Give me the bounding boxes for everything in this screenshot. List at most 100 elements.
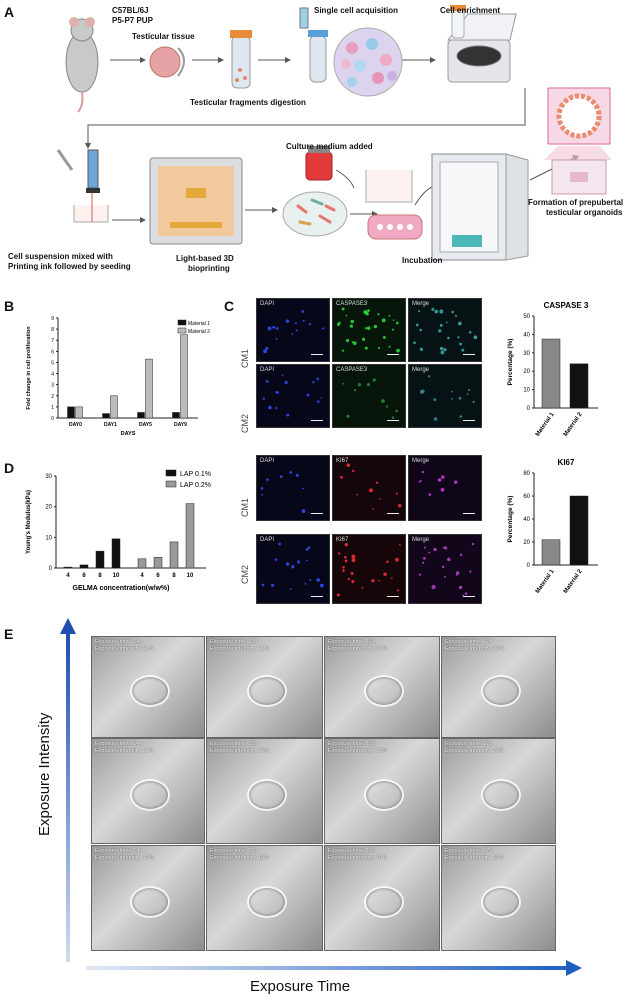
channel-label: CASPASE3	[336, 301, 368, 307]
channel-label: Merge	[412, 301, 430, 307]
y-tick-label: 0	[527, 563, 531, 569]
bar	[172, 412, 180, 419]
y-tick-label: 9	[51, 316, 54, 322]
exposure-intensity-text: Exposure intensity: 21%	[95, 646, 155, 652]
culture-medium-label: Culture medium added	[286, 142, 373, 151]
x-tick-label: Material 2	[563, 411, 584, 438]
x-tick-label: Material 1	[535, 411, 556, 438]
y-tick-label: 3	[51, 383, 54, 389]
channel-label: DAPI	[260, 458, 275, 464]
bar	[145, 358, 153, 419]
x-axis-arrow-shaft	[86, 966, 570, 970]
channel-label: Merge	[412, 537, 430, 543]
hydrogel-droplet	[246, 779, 287, 811]
exposure-time-text: Exposure time: 15s	[210, 639, 258, 645]
x-tick-label: DAY1	[104, 422, 117, 428]
bar	[569, 495, 589, 566]
y-tick-label: 0	[51, 416, 54, 422]
exposure-time-text: Exposure time: 15s	[210, 848, 258, 854]
x-tick-label: 4	[66, 573, 70, 579]
exposure-time-text: Exposure time: 17s	[445, 741, 493, 747]
x-tick-label: 6	[156, 573, 160, 579]
panel-label-a: A	[4, 4, 15, 20]
exposure-time-text: Exposure time: 15s	[210, 741, 258, 747]
hydrogel-droplet	[480, 779, 521, 811]
micrograph-cm1-merge-ki67: Merge	[408, 455, 482, 521]
micrograph-cm1-merge: Merge	[408, 298, 482, 362]
bar	[137, 558, 147, 569]
exposure-time-text: Exposure time: 17s	[445, 848, 493, 854]
y-axis-arrow-shaft	[66, 632, 70, 962]
legend-swatch	[177, 327, 187, 334]
channel-label: Merge	[412, 458, 430, 464]
exposure-time-text: Exposure time: 16s	[328, 848, 376, 854]
channel-label: Merge	[412, 367, 430, 373]
x-axis-label: DAYS	[121, 431, 136, 437]
y-tick-label: 1	[51, 405, 54, 411]
bar	[111, 538, 121, 569]
channel-label: DAPI	[260, 537, 275, 543]
hydrogel-droplet	[364, 779, 404, 811]
exposure-intensity-text: Exposure intensity: 21%	[210, 646, 270, 652]
channel-label: CASPASE3	[336, 367, 368, 373]
y-axis-label: Percentage (%)	[507, 339, 514, 386]
x-tick-label: DAY0	[69, 422, 82, 428]
bar	[185, 503, 195, 569]
exposure-intensity-text: Exposure intensity: 20%	[210, 748, 270, 754]
bar	[541, 539, 561, 566]
bar	[110, 395, 118, 419]
y-tick-label: 80	[523, 471, 530, 477]
micrograph-cm1-dapi: DAPI	[256, 298, 330, 362]
mouse-illustration	[65, 17, 99, 113]
row-label-cm2-bottom: CM2	[240, 564, 250, 584]
y-tick-label: 20	[523, 369, 530, 375]
channel-label: KI67	[336, 537, 349, 543]
panel-label-c: C	[224, 298, 235, 314]
x-tick-label: 10	[113, 573, 120, 579]
incubation-label: Incubation	[402, 256, 443, 265]
y-axis-label: Percentage (%)	[507, 496, 514, 543]
micrograph-cm2-merge-ki67: Merge	[408, 534, 482, 604]
hydrogel-droplet	[480, 886, 521, 918]
y-tick-label: 10	[523, 388, 530, 394]
legend-label: LAP 0.1%	[180, 471, 211, 478]
micrograph-cm2-ki67: KI67	[332, 534, 406, 604]
suspension-label-1: Cell suspension mixed with	[8, 252, 113, 261]
enrichment-label: Cell enrichment	[440, 6, 501, 15]
x-tick-label: DAY9	[174, 422, 187, 428]
panel-label-d: D	[4, 460, 15, 476]
mouse-strain-label: C57BL/6J	[112, 6, 149, 15]
x-tick-label: 6	[82, 573, 86, 579]
legend-label: Material 2	[188, 329, 210, 335]
panel-label-e: E	[4, 626, 14, 642]
bar	[137, 412, 145, 419]
exposure-time-text: Exposure time: 14s	[95, 639, 143, 645]
exposure-time-text: Exposure time: 16s	[328, 639, 376, 645]
micrograph-cm2-dapi: DAPI	[256, 364, 330, 428]
exposure-intensity-text: Exposure intensity: 20%	[328, 748, 388, 754]
y-tick-label: 40	[523, 332, 530, 338]
exposure-intensity-text: Exposure intensity: 20%	[95, 748, 155, 754]
y-tick-label: 60	[523, 494, 530, 500]
bar	[63, 566, 73, 569]
x-tick-label: DAY5	[139, 422, 152, 428]
exposure-intensity-text: Exposure intensity: 20%	[445, 748, 505, 754]
hydrogel-droplet	[480, 675, 521, 707]
y-tick-label: 5	[51, 360, 54, 366]
pup-age-label: P5-P7 PUP	[112, 16, 153, 25]
y-tick-label: 20	[523, 540, 530, 546]
legend-swatch	[177, 319, 187, 326]
exposure-time-text: Exposure time: 14s	[95, 741, 143, 747]
panel-a-schematic	[56, 5, 612, 261]
bar	[79, 564, 89, 569]
panel-label-b: B	[4, 298, 15, 314]
x-tick-label: Material 2	[563, 568, 584, 595]
